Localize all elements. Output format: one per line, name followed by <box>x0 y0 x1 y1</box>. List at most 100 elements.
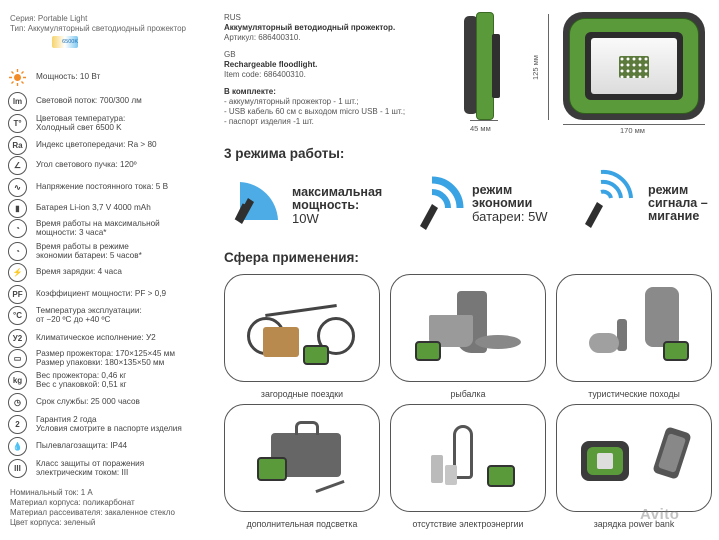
spec-item: ∠ Угол светового пучка: 120º <box>8 155 220 175</box>
spec-text: Условия смотрите в паспорте изделия <box>36 424 182 433</box>
kit-item: - USB кабель 60 см с выходом micro USB -… <box>224 107 406 116</box>
spec-text: Мощность: 10 Вт <box>36 72 101 82</box>
scope-caption: туристические походы <box>588 389 680 399</box>
spec-text: от −20 ºC до +40 ºC <box>36 315 111 324</box>
water-drop-icon: 💧 <box>8 436 27 456</box>
kelvin-label: 6500K <box>62 39 78 45</box>
spec-text: Климатическое исполнение: У2 <box>36 333 156 343</box>
color-temperature-swatch <box>52 36 78 48</box>
spec-item: ⚡ Время зарядки: 4 часа <box>8 262 220 282</box>
runtime-max-icon: ◔ <box>8 218 27 238</box>
scope-card-extra-lighting <box>224 404 380 512</box>
footer-body-material: Материал корпуса: поликарбонат <box>10 498 135 507</box>
spec-text: Коэффициент мощности: PF > 0,9 <box>36 289 167 299</box>
kit-item: - паспорт изделия -1 шт. <box>224 117 314 126</box>
scope-card-power-bank <box>556 404 712 512</box>
scope-card-fishing <box>390 274 546 382</box>
modes-title: 3 режима работы: <box>224 146 345 161</box>
spec-text: Индекс цветопередачи: Ra > 80 <box>36 140 157 150</box>
gb-lang: GB <box>224 50 236 59</box>
series-label: Серия: Portable Light <box>10 14 88 23</box>
runtime-eco-icon: ◔ <box>8 241 27 261</box>
spec-text: Время зарядки: 4 часа <box>36 267 122 277</box>
spec-item: ∿ Напряжение постоянного тока: 5 В <box>8 177 220 197</box>
lumen-icon: lm <box>8 91 27 111</box>
scope-title: Сфера применения: <box>224 250 359 265</box>
spec-text: Напряжение постоянного тока: 5 В <box>36 182 169 192</box>
spec-item: Мощность: 10 Вт <box>8 67 220 87</box>
spec-text: Цветовая температура: <box>36 113 126 123</box>
footer-color: Цвет корпуса: зеленый <box>10 518 96 527</box>
spec-text: Вес прожектора: 0,46 кг <box>36 370 127 380</box>
floodlight-front-view <box>563 12 705 120</box>
lifetime-icon: ◷ <box>8 392 27 412</box>
spec-text: мощности: 3 часа* <box>36 228 107 237</box>
scope-caption: зарядка power bank <box>593 519 675 529</box>
power-factor-icon: PF <box>8 284 27 304</box>
mode-eco-icon <box>410 172 468 230</box>
color-index-icon: Ra <box>8 135 27 155</box>
height-dimension: 125 мм <box>531 55 540 80</box>
spec-item: T° Цветовая температура:Холодный свет 650… <box>8 113 220 133</box>
temperature-range-icon: °C <box>8 305 27 325</box>
charging-icon: ⚡ <box>8 262 27 282</box>
mode-signal-icon <box>577 168 637 228</box>
warranty-icon: 2 <box>8 414 27 434</box>
ru-lang: RUS <box>224 13 241 22</box>
spec-text: Класс защиты от поражения <box>36 458 145 468</box>
scope-caption: отсутствие электроэнергии <box>412 519 524 529</box>
voltage-icon: ∿ <box>8 177 27 197</box>
spec-text: Батарея Li-ion 3,7 V 4000 mAh <box>36 203 151 213</box>
spec-text: Холодный свет 6500 K <box>36 123 122 132</box>
ru-product-name: Аккумуляторный ветодиодный прожектор. <box>224 23 396 32</box>
spec-text: экономии батареи: 5 часов* <box>36 251 142 260</box>
spec-text: Размер прожектора: 170×125×45 мм <box>36 348 175 358</box>
spec-text: Гарантия 2 года <box>36 414 97 424</box>
protection-class-icon: III <box>8 458 27 478</box>
scope-caption: рыбалка <box>450 389 486 399</box>
weight-icon: kg <box>8 370 27 390</box>
type-label: Тип: Аккумуляторный светодиодный прожект… <box>10 24 186 33</box>
footer-current: Номинальный ток: 1 А <box>10 488 93 497</box>
sun-icon <box>8 68 27 87</box>
watermark-text: Avito <box>640 506 680 523</box>
spec-text: электрическим током: III <box>36 468 129 477</box>
climate-icon: У2 <box>8 328 27 348</box>
spec-item: PF Коэффициент мощности: PF > 0,9 <box>8 284 220 304</box>
battery-icon: ▮ <box>8 198 27 218</box>
spec-text: Вес с упаковкой: 0,51 кг <box>36 380 127 389</box>
spec-text: Срок службы: 25 000 часов <box>36 397 140 407</box>
spec-text: Угол светового пучка: 120º <box>36 160 137 170</box>
spec-text: Пылевлагозащита: IP44 <box>36 441 128 451</box>
beam-angle-icon: ∠ <box>8 155 27 175</box>
kit-title: В комплекте: <box>224 87 276 96</box>
spec-text: Время работы на максимальной <box>36 218 160 228</box>
mode-max-icon <box>226 168 284 226</box>
gb-product-name: Rechargeable floodlight. <box>224 60 318 69</box>
spec-item: У2 Климатическое исполнение: У2 <box>8 328 220 348</box>
spec-item: ◷ Срок службы: 25 000 часов <box>8 392 220 412</box>
spec-item: ▮ Батарея Li-ion 3,7 V 4000 mAh <box>8 198 220 218</box>
depth-dimension: 45 мм <box>470 124 491 133</box>
dimensions-icon: ▭ <box>8 348 27 368</box>
spec-text: Температура эксплуатации: <box>36 305 142 315</box>
scope-card-country-trips <box>224 274 380 382</box>
scope-card-power-outage <box>390 404 546 512</box>
gb-item-code: Item code: 686400310. <box>224 70 306 79</box>
footer-diffuser-material: Материал рассеивателя: закаленное стекло <box>10 508 175 517</box>
spec-item: °C Температура эксплуатации:от −20 ºC до … <box>8 305 220 325</box>
spec-text: Время работы в режиме <box>36 241 129 251</box>
kit-item: - аккумуляторный прожектор - 1 шт.; <box>224 97 359 106</box>
scope-caption: дополнительная подсветка <box>246 519 358 529</box>
thermometer-icon: T° <box>8 113 27 133</box>
